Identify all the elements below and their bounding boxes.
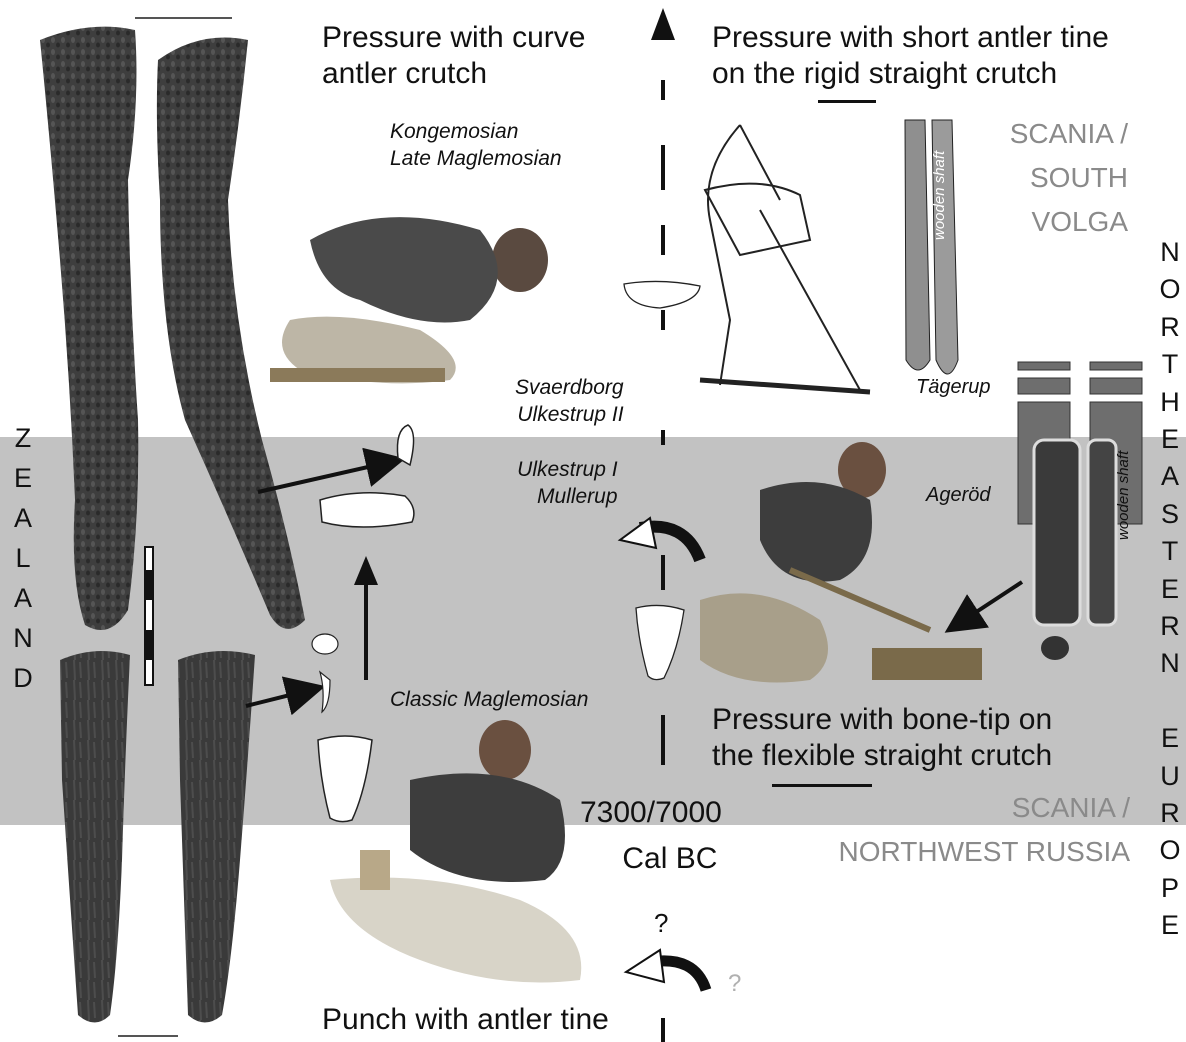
core-sketch-2 xyxy=(318,736,372,822)
site-agerod: Ageröd xyxy=(926,482,991,509)
period-classic-maglemosian: Classic Maglemosian xyxy=(390,686,588,713)
site-tagerup: Tägerup xyxy=(916,374,991,401)
bone-tip-1 xyxy=(1034,440,1080,625)
knapper-crutch-figure xyxy=(700,442,982,683)
rigid-underline xyxy=(818,100,876,103)
question-mark-main: ? xyxy=(654,908,668,939)
crutch-drawing xyxy=(700,125,870,392)
scale-bar xyxy=(145,547,153,685)
region-scania-nw-russia: SCANIA / NORTHWEST RUSSIA xyxy=(820,786,1130,874)
title-punch: Punch with antler tine xyxy=(322,1002,609,1038)
period-kongemosian: Kongemosian Late Maglemosian xyxy=(390,118,562,172)
label-wooden-shaft-mid: wooden shaft xyxy=(1110,451,1137,540)
period-ulkestrup: Ulkestrup I Mullerup xyxy=(515,456,618,510)
antler-curve-1 xyxy=(40,27,138,630)
core-sketch-1 xyxy=(320,493,414,527)
antler-tine-1 xyxy=(60,651,130,1023)
antler-curve-2 xyxy=(157,38,305,629)
antler-tine-2 xyxy=(178,651,255,1023)
label-wooden-shaft-top: wooden shaft xyxy=(926,151,953,240)
region-scania-south-volga: SCANIA / SOUTH VOLGA xyxy=(990,112,1128,244)
date-label: 7300/7000 Cal BC xyxy=(580,790,722,882)
region-northeastern-europe: NORTHEASTERNEUROPE xyxy=(1155,234,1185,945)
period-svaerdborg: Svaerdborg Ulkestrup II xyxy=(515,374,624,428)
region-zealand: ZEALAND xyxy=(8,418,38,698)
title-curve-crutch: Pressure with curve antler crutch xyxy=(322,20,585,92)
question-mark-grey: ? xyxy=(728,970,741,998)
title-flexible-crutch: Pressure with bone-tip on the flexible s… xyxy=(712,702,1052,774)
title-rigid-crutch: Pressure with short antler tine on the r… xyxy=(712,20,1109,92)
knapper-kneeling-figure xyxy=(270,217,548,383)
